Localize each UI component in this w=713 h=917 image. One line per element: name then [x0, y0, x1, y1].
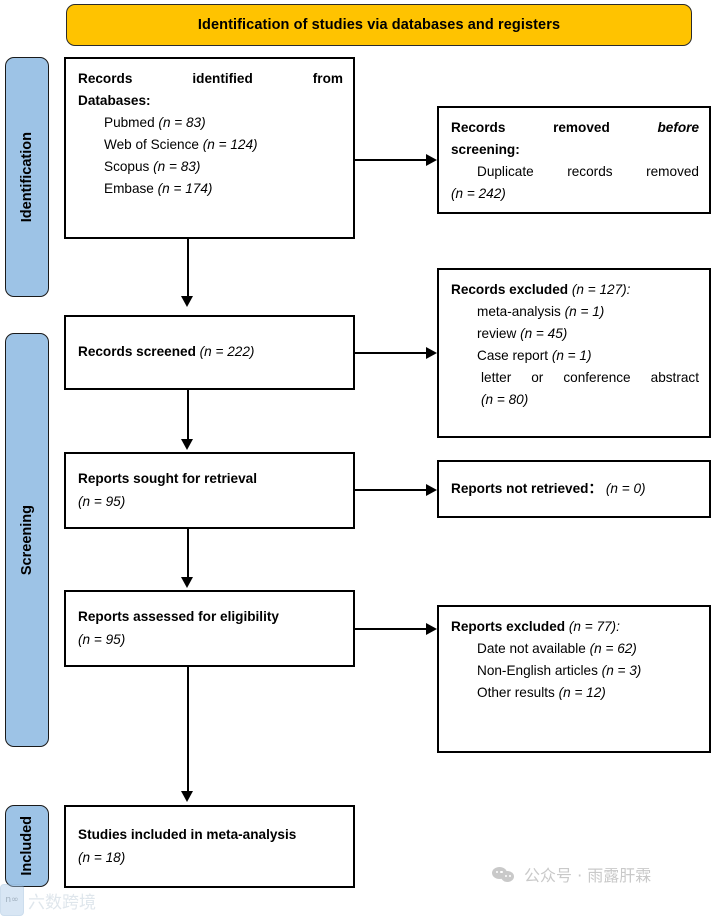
connector-sought-to-assessed	[187, 529, 189, 578]
reports-excluded-count: (n = 77):	[568, 619, 620, 634]
exclusion-reason-count: (n = 45)	[520, 326, 568, 342]
source-count: (n = 83)	[153, 159, 201, 175]
source-count: (n = 83)	[158, 115, 206, 131]
records-removed-heading-b: before	[657, 120, 700, 135]
exclusion-reason-count: (n = 1)	[564, 304, 605, 320]
diagram-title-banner: Identification of studies via databases …	[66, 4, 692, 46]
box-reports-assessed: Reports assessed for eligibility (n = 95…	[64, 590, 355, 667]
corner-watermark: n∞ 六数跨境	[0, 884, 96, 916]
source-row: Scopus (n = 83)	[78, 156, 343, 178]
records-identified-heading-line2: Databases:	[78, 93, 151, 109]
report-exclusion-reason-label: Date not available	[477, 641, 586, 657]
source-row: Pubmed (n = 83)	[78, 112, 343, 134]
records-excluded-heading: Records excluded (n = 127):	[451, 279, 699, 301]
exclusion-reason-long-count: (n = 80)	[481, 392, 529, 408]
reports-excluded-label: Reports excluded	[451, 619, 566, 634]
source-label: Pubmed	[104, 115, 155, 131]
report-exclusion-reason-count: (n = 12)	[558, 685, 606, 701]
box-reports-not-retrieved: Reports not retrieved： (n = 0)	[437, 460, 711, 518]
report-exclusion-reason-count: (n = 3)	[601, 663, 642, 679]
report-exclusion-reason-label: Non-English articles	[477, 663, 598, 679]
exclusion-reason-label: Case report	[477, 348, 549, 364]
box-records-identified: Records identified from Databases: Pubme…	[64, 57, 355, 239]
report-exclusion-reason-label: Other results	[477, 685, 555, 701]
reports-not-retrieved-label: Reports not retrieved：	[451, 480, 603, 496]
corner-watermark-badge: n∞	[0, 884, 24, 916]
records-removed-heading-a: Records removed	[451, 120, 610, 135]
wechat-watermark: 公众号 · 雨露肝霖	[492, 862, 651, 886]
studies-included-count: (n = 18)	[78, 849, 126, 865]
wechat-watermark-text: 公众号 · 雨露肝霖	[524, 866, 652, 885]
connector-identified-to-screened	[187, 239, 189, 297]
studies-included-label: Studies included in meta-analysis	[78, 827, 297, 843]
stage-label-included-text: Included	[19, 816, 35, 876]
box-reports-excluded: Reports excluded (n = 77): Date not avai…	[437, 605, 711, 753]
connector-identified-to-removed	[355, 159, 427, 161]
source-label: Scopus	[104, 159, 150, 175]
records-excluded-count: (n = 127):	[571, 282, 631, 297]
exclusion-reason-label: review	[477, 326, 517, 342]
reports-not-retrieved-count: (n = 0)	[605, 480, 646, 496]
source-label: Web of Science	[104, 137, 199, 153]
connector-screened-to-sought	[187, 390, 189, 440]
box-records-excluded: Records excluded (n = 127): meta-analysi…	[437, 268, 711, 438]
reports-assessed-label: Reports assessed for eligibility	[78, 609, 279, 625]
report-exclusion-reason-row: Non-English articles (n = 3)	[451, 660, 699, 682]
arrow-sought-to-notretrieved	[426, 484, 437, 496]
box-records-screened: Records screened (n = 222)	[64, 315, 355, 390]
stage-label-included: Included	[5, 805, 49, 887]
exclusion-reason-long-label: letter or conference abstract	[481, 370, 699, 386]
records-removed-heading-line2: screening:	[451, 142, 520, 158]
arrow-assessed-to-excluded	[426, 623, 437, 635]
arrow-assessed-to-included	[181, 791, 193, 802]
wechat-icon	[492, 866, 516, 883]
records-excluded-label: Records excluded	[451, 282, 569, 297]
source-row: Web of Science (n = 124)	[78, 134, 343, 156]
duplicate-records-label: Duplicate records removed	[477, 164, 699, 180]
connector-assessed-to-included	[187, 667, 189, 792]
arrow-screened-to-sought	[181, 439, 193, 450]
exclusion-reason-count: (n = 1)	[551, 348, 592, 364]
connector-sought-to-notretrieved	[355, 489, 427, 491]
arrow-sought-to-assessed	[181, 577, 193, 588]
records-removed-heading-line1: Records removed before	[451, 117, 699, 139]
records-screened-count: (n = 222)	[199, 344, 255, 360]
exclusion-reason-row: review (n = 45)	[451, 323, 699, 345]
stage-label-identification: Identification	[5, 57, 49, 297]
report-exclusion-reason-count: (n = 62)	[589, 641, 637, 657]
reports-sought-label: Reports sought for retrieval	[78, 471, 258, 487]
arrow-screened-to-excluded	[426, 347, 437, 359]
arrow-identified-to-removed	[426, 154, 437, 166]
duplicate-records-count: (n = 242)	[451, 186, 506, 202]
connector-assessed-to-excluded	[355, 628, 427, 630]
records-screened-label: Records screened	[78, 344, 196, 360]
stage-label-screening-text: Screening	[19, 504, 35, 576]
source-count: (n = 124)	[202, 137, 258, 153]
report-exclusion-reason-row: Date not available (n = 62)	[451, 638, 699, 660]
stage-label-identification-text: Identification	[19, 131, 35, 223]
report-exclusion-reason-row: Other results (n = 12)	[451, 682, 699, 704]
box-reports-sought: Reports sought for retrieval (n = 95)	[64, 452, 355, 529]
records-identified-heading-line1: Records identified from	[78, 71, 343, 86]
source-count: (n = 174)	[157, 181, 213, 197]
source-label: Embase	[104, 181, 154, 197]
exclusion-reason-row: meta-analysis (n = 1)	[451, 301, 699, 323]
exclusion-reason-label: meta-analysis	[477, 304, 561, 320]
corner-watermark-text: 六数跨境	[28, 892, 96, 913]
connector-screened-to-excluded	[355, 352, 427, 354]
reports-sought-count: (n = 95)	[78, 493, 126, 509]
box-records-removed: Records removed before screening: Duplic…	[437, 106, 711, 214]
arrow-identified-to-screened	[181, 296, 193, 307]
box-studies-included: Studies included in meta-analysis (n = 1…	[64, 805, 355, 888]
source-row: Embase (n = 174)	[78, 178, 343, 200]
diagram-title: Identification of studies via databases …	[197, 17, 561, 33]
reports-excluded-heading: Reports excluded (n = 77):	[451, 616, 699, 638]
exclusion-reason-row: Case report (n = 1)	[451, 345, 699, 367]
reports-assessed-count: (n = 95)	[78, 631, 126, 647]
stage-label-screening: Screening	[5, 333, 49, 747]
